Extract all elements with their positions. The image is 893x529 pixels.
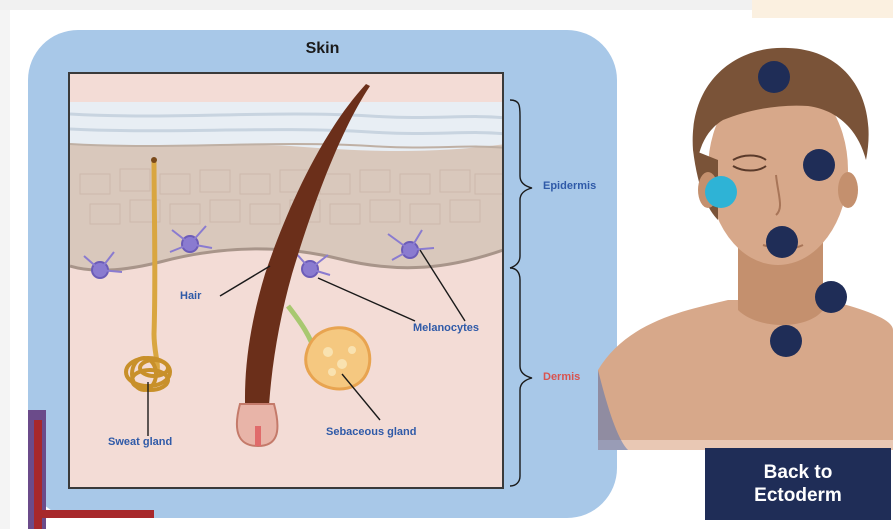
skin-diagram bbox=[68, 72, 504, 489]
decor-red-bar-bottom bbox=[34, 510, 154, 518]
mouth-hotspot[interactable] bbox=[766, 226, 798, 258]
cheek-hotspot[interactable] bbox=[705, 176, 737, 208]
label-epidermis: Epidermis bbox=[543, 180, 596, 192]
label-sebaceous-gland: Sebaceous gland bbox=[326, 426, 416, 438]
face-illustration bbox=[598, 40, 893, 480]
face-figure bbox=[598, 40, 893, 480]
label-dermis: Dermis bbox=[543, 371, 580, 383]
forehead-hotspot[interactable] bbox=[758, 61, 790, 93]
back-to-ectoderm-button[interactable]: Back to Ectoderm bbox=[705, 448, 891, 520]
back-to-ectoderm-label: Back to Ectoderm bbox=[754, 461, 842, 507]
layer-brackets bbox=[506, 96, 546, 496]
top-tab bbox=[752, 0, 893, 18]
skin-illustration bbox=[70, 74, 504, 489]
diagram-title: Skin bbox=[28, 40, 617, 58]
eye-hotspot[interactable] bbox=[803, 149, 835, 181]
neck-hotspot[interactable] bbox=[815, 281, 847, 313]
throat-hotspot[interactable] bbox=[770, 325, 802, 357]
label-hair: Hair bbox=[180, 290, 201, 302]
left-edge bbox=[0, 10, 10, 529]
label-melanocytes: Melanocytes bbox=[413, 322, 479, 334]
label-sweat-gland: Sweat gland bbox=[108, 436, 172, 448]
